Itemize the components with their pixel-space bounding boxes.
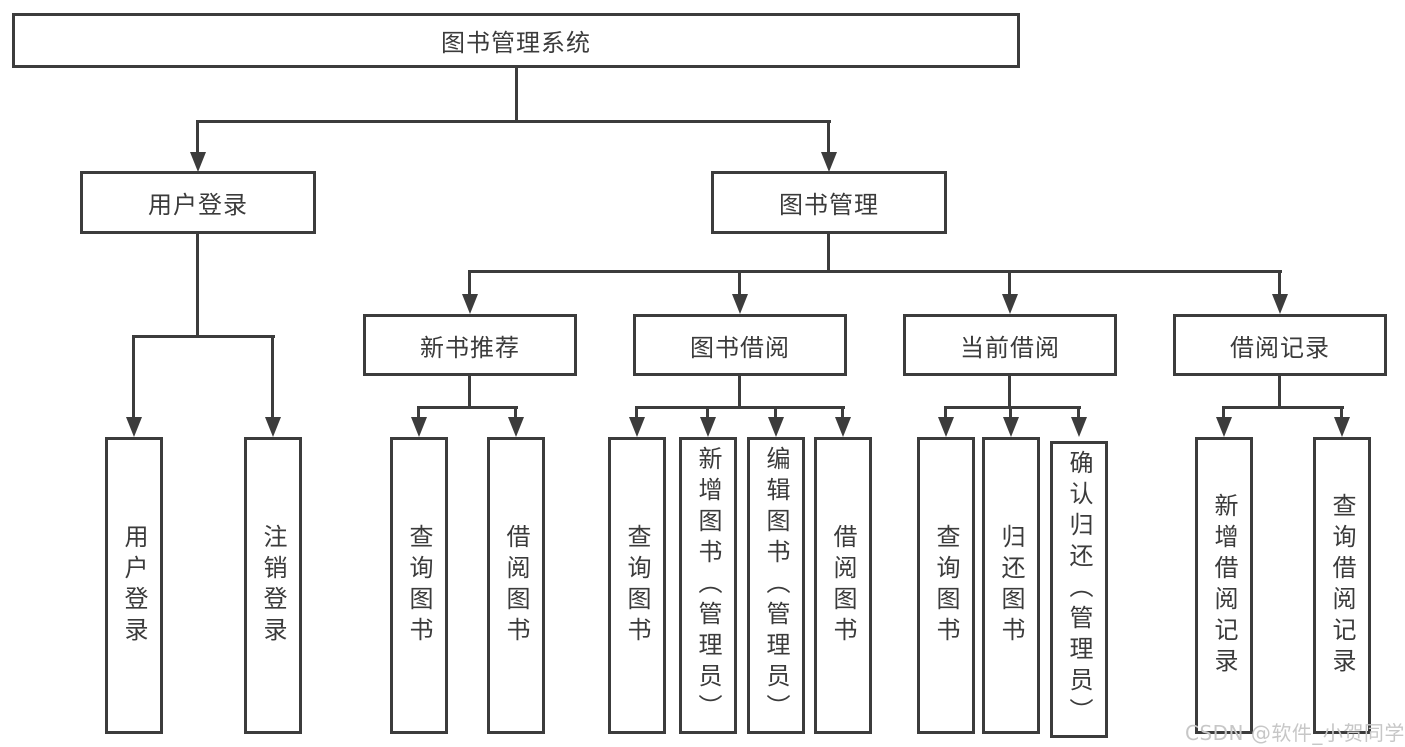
arrow-down-icon — [1002, 294, 1018, 314]
node-label: 注销登录 — [259, 523, 287, 648]
node-label: 用户登录 — [120, 523, 148, 648]
node-label: 查询图书 — [405, 523, 433, 648]
connector — [635, 406, 638, 420]
node-add-book-admin: 新增图书（管理员） — [679, 437, 737, 734]
connector — [944, 406, 947, 420]
node-label: 借阅记录 — [1230, 333, 1330, 362]
connector — [417, 406, 518, 409]
arrow-down-icon — [411, 417, 427, 437]
connector — [196, 234, 199, 335]
arrow-down-icon — [126, 417, 142, 437]
node-label: 图书借阅 — [690, 333, 790, 362]
node-logout: 注销登录 — [244, 437, 302, 734]
node-label: 查询图书 — [623, 523, 651, 648]
arrow-down-icon — [938, 417, 954, 437]
arrow-down-icon — [265, 417, 281, 437]
node-label: 归还图书 — [997, 523, 1025, 648]
node-user-login-leaf: 用户登录 — [105, 437, 163, 734]
node-label: 当前借阅 — [960, 333, 1060, 362]
node-confirm-return-admin: 确认归还（管理员） — [1050, 441, 1108, 738]
connector — [468, 270, 1282, 273]
node-library-system: 图书管理系统 — [12, 13, 1020, 68]
node-current-borrowing: 当前借阅 — [903, 314, 1117, 376]
arrow-down-icon — [700, 417, 716, 437]
connector — [1278, 376, 1281, 409]
arrow-down-icon — [462, 294, 478, 314]
connector — [1278, 270, 1281, 298]
node-label: 图书管理 — [779, 191, 879, 219]
connector — [417, 406, 420, 420]
node-label: 图书管理系统 — [441, 29, 591, 57]
arrow-down-icon — [1003, 417, 1019, 437]
arrow-down-icon — [629, 417, 645, 437]
node-return-books: 归还图书 — [982, 437, 1040, 734]
connector — [1008, 376, 1011, 409]
connector — [1008, 270, 1011, 298]
node-query-books-current: 查询图书 — [917, 437, 975, 734]
connector — [515, 68, 518, 122]
node-label: 编辑图书（管理员） — [762, 446, 790, 725]
connector — [271, 335, 274, 419]
connector — [774, 406, 777, 420]
node-label: 借阅图书 — [829, 523, 857, 648]
arrow-down-icon — [1334, 417, 1350, 437]
csdn-watermark: CSDN @软件_小贺同学 — [1185, 721, 1405, 745]
node-new-book-recommend: 新书推荐 — [363, 314, 577, 376]
node-edit-book-admin: 编辑图书（管理员） — [747, 437, 805, 734]
connector — [132, 335, 275, 338]
connector — [468, 376, 471, 409]
node-borrow-books-leaf: 借阅图书 — [814, 437, 872, 734]
node-label: 确认归还（管理员） — [1065, 450, 1093, 729]
connector — [841, 406, 844, 420]
node-label: 借阅图书 — [502, 523, 530, 648]
node-label: 查询图书 — [932, 523, 960, 648]
node-label: 新书推荐 — [420, 333, 520, 362]
node-query-books-borrowing: 查询图书 — [608, 437, 666, 734]
connector — [706, 406, 709, 420]
arrow-down-icon — [508, 417, 524, 437]
connector — [827, 120, 830, 156]
node-borrow-books-recommend: 借阅图书 — [487, 437, 545, 734]
arrow-down-icon — [821, 152, 837, 172]
connector — [1222, 406, 1344, 409]
connector — [1340, 406, 1343, 420]
node-label: 用户登录 — [148, 191, 248, 219]
node-book-borrowing: 图书借阅 — [633, 314, 847, 376]
node-borrowing-records: 借阅记录 — [1173, 314, 1387, 376]
connector — [196, 120, 831, 123]
connector — [738, 270, 741, 298]
connector — [944, 406, 1081, 409]
connector — [1009, 406, 1012, 420]
arrow-down-icon — [768, 417, 784, 437]
node-query-borrow-record: 查询借阅记录 — [1313, 437, 1371, 734]
node-add-borrow-record: 新增借阅记录 — [1195, 437, 1253, 734]
arrow-down-icon — [1216, 417, 1232, 437]
connector — [1077, 406, 1080, 420]
connector — [738, 376, 741, 409]
connector — [132, 335, 135, 419]
arrow-down-icon — [1071, 417, 1087, 437]
connector — [1222, 406, 1225, 420]
arrow-down-icon — [1272, 294, 1288, 314]
connector — [468, 270, 471, 298]
node-label: 新增借阅记录 — [1210, 492, 1238, 679]
arrow-down-icon — [732, 294, 748, 314]
node-user-login: 用户登录 — [80, 171, 316, 234]
node-book-management: 图书管理 — [711, 171, 947, 234]
node-label: 查询借阅记录 — [1328, 492, 1356, 679]
node-query-books-recommend: 查询图书 — [390, 437, 448, 734]
arrow-down-icon — [835, 417, 851, 437]
node-label: 新增图书（管理员） — [694, 446, 722, 725]
connector — [196, 120, 199, 156]
connector — [514, 406, 517, 420]
connector — [827, 234, 830, 273]
arrow-down-icon — [190, 152, 206, 172]
connector — [635, 406, 845, 409]
